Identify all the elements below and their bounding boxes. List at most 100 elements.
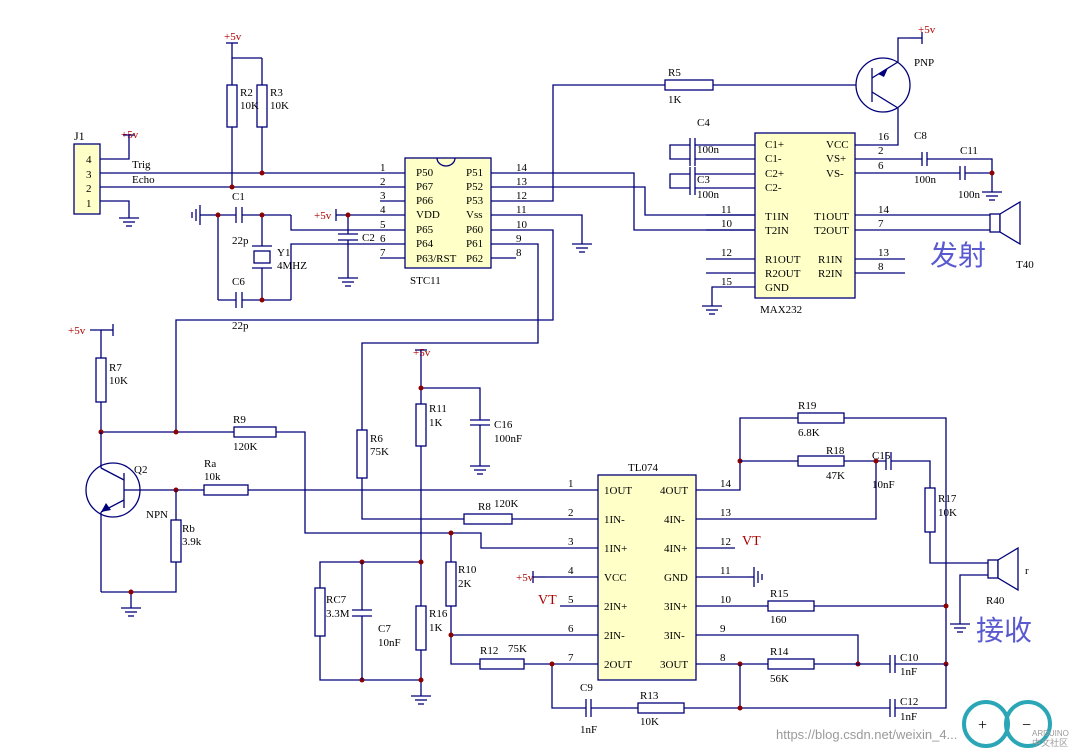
resistor-r19 (797, 412, 845, 424)
svg-text:VS+: VS+ (826, 153, 846, 165)
svg-text:10K: 10K (640, 716, 659, 728)
svg-text:Rb: Rb (182, 523, 195, 535)
svg-text:10K: 10K (938, 507, 957, 519)
svg-text:10nF: 10nF (378, 637, 401, 649)
svg-text:160: 160 (770, 614, 787, 626)
svg-text:P53: P53 (466, 195, 484, 207)
svg-text:R2IN: R2IN (818, 268, 843, 280)
svg-text:R16: R16 (429, 608, 448, 620)
svg-text:T1OUT: T1OUT (814, 211, 849, 223)
svg-text:C10: C10 (900, 652, 919, 664)
svg-text:C3: C3 (697, 174, 710, 186)
svg-text:+5v: +5v (68, 325, 86, 337)
svg-text:2K: 2K (458, 578, 472, 590)
svg-text:4OUT: 4OUT (660, 485, 688, 497)
svg-text:1: 1 (568, 478, 574, 490)
svg-text:100n: 100n (697, 189, 720, 201)
svg-text:2IN+: 2IN+ (604, 601, 627, 613)
svg-text:2: 2 (878, 145, 884, 157)
svg-text:10: 10 (721, 218, 733, 230)
svg-text:75K: 75K (370, 446, 389, 458)
svg-text:R7: R7 (109, 362, 122, 374)
svg-text:1nF: 1nF (900, 666, 917, 678)
resistor-r16 (415, 605, 427, 651)
svg-text:3OUT: 3OUT (660, 659, 688, 671)
arduino-logo: + − ARDUINO 中文社区 (962, 700, 1069, 748)
svg-text:R2: R2 (240, 87, 253, 99)
svg-text:VS-: VS- (826, 168, 844, 180)
svg-text:中文社区: 中文社区 (1032, 737, 1068, 748)
svg-text:12: 12 (516, 190, 527, 202)
svg-text:8: 8 (516, 247, 522, 259)
svg-text:Vss: Vss (466, 209, 483, 221)
svg-text:GND: GND (664, 572, 688, 584)
svg-text:3: 3 (380, 190, 386, 202)
transmit-label: 发射 (930, 240, 986, 272)
svg-text:7: 7 (380, 247, 386, 259)
svg-text:+5v: +5v (516, 572, 534, 584)
svg-text:2OUT: 2OUT (604, 659, 632, 671)
svg-text:C2-: C2- (765, 182, 782, 194)
svg-text:C11: C11 (960, 145, 978, 157)
connector-j1: J1 4 3 2 1 Trig Echo (73, 129, 155, 215)
j1-vcc-label: +5v (121, 129, 139, 141)
trig-label: Trig (132, 159, 151, 171)
svg-text:6: 6 (380, 233, 386, 245)
svg-text:P62: P62 (466, 253, 483, 265)
svg-text:100nF: 100nF (494, 433, 522, 445)
pnp-label: PNP (914, 57, 934, 69)
svg-text:16: 16 (878, 131, 890, 143)
resistor-r11 (415, 403, 427, 447)
ic-max232 (754, 132, 856, 299)
svg-text:4: 4 (380, 204, 386, 216)
svg-text:13: 13 (720, 507, 732, 519)
resistor-r9 (233, 426, 277, 438)
svg-text:VCC: VCC (604, 572, 627, 584)
svg-text:P52: P52 (466, 181, 483, 193)
svg-text:1nF: 1nF (900, 711, 917, 723)
svg-text:9: 9 (720, 623, 726, 635)
svg-text:1: 1 (380, 162, 386, 174)
svg-text:C2: C2 (362, 232, 375, 244)
svg-text:+5v: +5v (224, 31, 242, 43)
svg-text:1K: 1K (668, 94, 682, 106)
svg-text:5: 5 (380, 219, 386, 231)
svg-text:10nF: 10nF (872, 479, 895, 491)
svg-text:R9: R9 (233, 414, 246, 426)
svg-text:P51: P51 (466, 167, 483, 179)
svg-text:P65: P65 (416, 224, 434, 236)
svg-text:12: 12 (721, 247, 732, 259)
resistor-r5 (664, 79, 714, 91)
svg-text:C7: C7 (378, 623, 391, 635)
svg-text:R13: R13 (640, 690, 659, 702)
svg-text:6.8K: 6.8K (798, 427, 820, 439)
svg-text:R3: R3 (270, 87, 283, 99)
resistor-rc7 (314, 587, 326, 637)
resistor-r17 (924, 487, 936, 533)
resistor-r13 (637, 702, 685, 714)
svg-text:R8: R8 (478, 501, 491, 513)
svg-text:6: 6 (568, 623, 574, 635)
svg-text:4MHZ: 4MHZ (277, 260, 307, 272)
svg-text:R14: R14 (770, 646, 789, 658)
svg-text:2IN-: 2IN- (604, 630, 625, 642)
svg-text:11: 11 (516, 204, 527, 216)
svg-text:4IN+: 4IN+ (664, 543, 687, 555)
svg-text:100n: 100n (958, 189, 981, 201)
svg-text:13: 13 (878, 247, 890, 259)
svg-text:Y1: Y1 (277, 247, 290, 259)
svg-text:T2IN: T2IN (765, 225, 789, 237)
svg-text:P64: P64 (416, 238, 434, 250)
svg-text:NPN: NPN (146, 509, 168, 521)
svg-text:R19: R19 (798, 400, 817, 412)
svg-text:47K: 47K (826, 470, 845, 482)
echo-label: Echo (132, 174, 155, 186)
svg-text:10K: 10K (109, 375, 128, 387)
svg-text:R17: R17 (938, 493, 957, 505)
svg-text:1K: 1K (429, 622, 443, 634)
svg-text:1OUT: 1OUT (604, 485, 632, 497)
svg-text:8: 8 (878, 261, 884, 273)
svg-text:C15: C15 (872, 450, 891, 462)
svg-text:VCC: VCC (826, 139, 849, 151)
resistor-r12 (479, 658, 525, 670)
